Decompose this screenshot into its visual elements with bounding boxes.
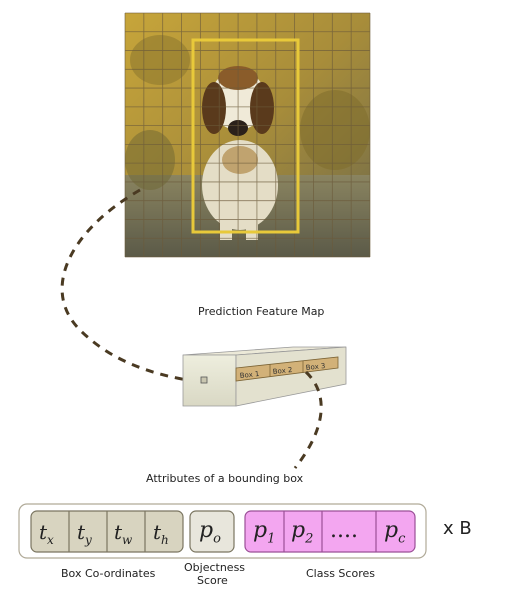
objectness-po: po <box>199 518 221 547</box>
class-p1: p1 <box>253 518 276 547</box>
attributes-label: Attributes of a bounding box <box>146 472 304 485</box>
coord-th: th <box>153 520 169 547</box>
dog-figure <box>202 66 278 240</box>
box-label-3: Box 3 <box>305 362 325 372</box>
class-p2: p2 <box>291 518 314 547</box>
coord-tw: tw <box>114 520 133 547</box>
class-scores-label: Class Scores <box>306 567 375 580</box>
feature-block: Box 1 Box 2 Box 3 <box>182 346 347 407</box>
box-label-2: Box 2 <box>272 366 292 376</box>
grid-overlay <box>124 12 371 258</box>
objectness-cell <box>189 510 235 553</box>
class-scores-group <box>244 510 416 553</box>
dashed-connector-top <box>60 188 201 384</box>
objectness-label-line2: Score <box>197 574 228 587</box>
attribute-row-frame <box>18 503 427 559</box>
cell-marker <box>200 376 208 384</box>
coord-tx: tx <box>39 520 54 547</box>
dashed-connector-bottom <box>293 370 323 469</box>
class-ellipsis: .... <box>330 518 358 543</box>
bounding-box <box>191 38 300 234</box>
dog-photo <box>124 12 371 258</box>
box-coordinates-label: Box Co-ordinates <box>61 567 156 580</box>
box-label-1: Box 1 <box>239 370 259 380</box>
objectness-label-line1: Objectness <box>184 561 246 574</box>
feature-map-label: Prediction Feature Map <box>198 305 325 318</box>
class-pc: pc <box>384 518 406 547</box>
coord-ty: ty <box>77 520 92 547</box>
multiplier-label: x B <box>443 518 472 539</box>
